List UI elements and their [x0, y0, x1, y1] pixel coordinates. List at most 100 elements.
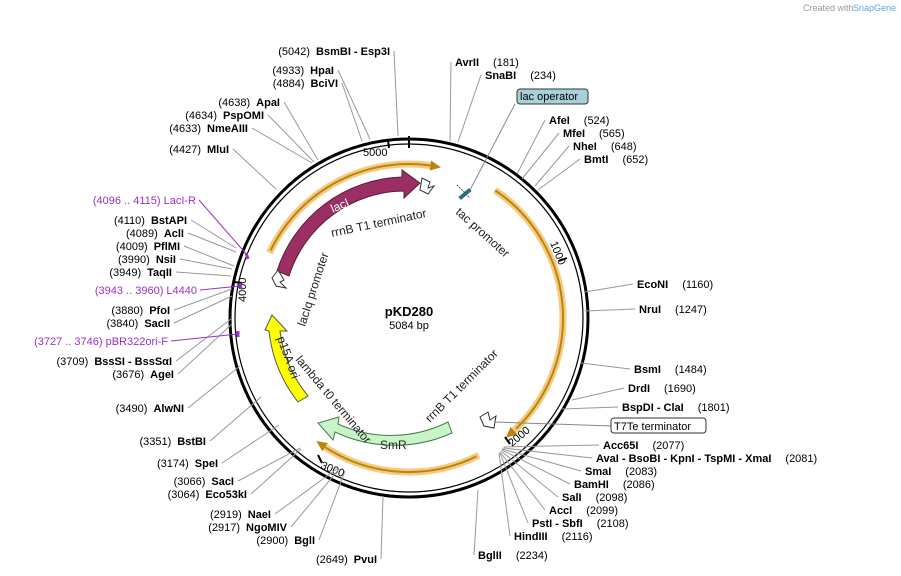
restriction-site-label[interactable]: (3676)AgeI [112, 369, 174, 381]
restriction-site-label[interactable]: Acc65I(2077) [603, 440, 684, 452]
site-leader-line [584, 283, 634, 293]
restriction-site-label[interactable]: (3066)SacI [174, 476, 234, 488]
restriction-site-label[interactable]: (2917)NgoMIV [208, 522, 287, 534]
SmR-label: SmR [380, 438, 407, 452]
site-leader-line [209, 396, 262, 442]
SmR-feature[interactable] [317, 416, 453, 446]
restriction-site-label[interactable]: (3990)NsiI [118, 254, 176, 266]
restriction-site-label[interactable]: (4110)BstAPI [114, 215, 187, 227]
restriction-site-label[interactable]: BamHI(2086) [574, 479, 655, 491]
restriction-site-label[interactable]: (2649)PvuI [316, 554, 377, 566]
restriction-site-label[interactable]: AvaI - BsoBI - KpnI - TspMI - XmaI (2081) [596, 453, 817, 465]
restriction-site-label[interactable]: (2919)NaeI [210, 509, 271, 521]
restriction-site-label[interactable]: AccI(2099) [549, 505, 618, 517]
lacIq-promoter-label: lacIq promoter [295, 251, 332, 328]
site-leader-line [580, 362, 631, 370]
site-position: (2086) [623, 479, 655, 491]
lambda-arrowhead [316, 441, 328, 452]
restriction-site-label[interactable]: NruI(1247) [639, 304, 707, 316]
site-leader-line [175, 271, 232, 277]
site-leader-line [503, 444, 600, 448]
restriction-site-label[interactable]: (4638)ApaI [218, 97, 280, 109]
site-position: (234) [530, 70, 556, 82]
site-position: (3351) [139, 436, 171, 448]
lambda-arrow [324, 446, 477, 474]
tac-promoter-label: tac promoter [453, 205, 512, 260]
restriction-site-label[interactable]: (4933) HpaI [272, 65, 334, 77]
primer-label[interactable]: (3727 .. 3746) pBR322ori-F [34, 336, 168, 348]
plasmid-name: pKD280 [385, 304, 433, 319]
credit-brand: SnapGene [853, 3, 896, 13]
restriction-site-label[interactable]: (3351)BstBI [139, 436, 206, 448]
restriction-site-label[interactable]: (4009)PflMI [116, 241, 180, 253]
restriction-site-label[interactable]: (2900)BglI [256, 535, 315, 547]
lacI-feature[interactable] [276, 169, 421, 277]
p15A-ori-feature[interactable] [264, 314, 309, 403]
restriction-site-label[interactable]: (3174)SpeI [157, 458, 218, 470]
restriction-site-label[interactable]: AvrII(181) [455, 57, 519, 69]
site-enzyme-names: PfoI [149, 305, 170, 317]
restriction-site-label[interactable]: (3880)PfoI [111, 305, 170, 317]
site-enzyme-names: PspOMI [223, 110, 264, 122]
lac-operator-box[interactable] [516, 88, 589, 105]
tac-band [493, 187, 567, 434]
restriction-site-label[interactable]: (4884)BciVI [273, 78, 338, 90]
site-enzyme-names: SalI [562, 492, 582, 504]
restriction-site-label[interactable]: DrdI(1690) [628, 383, 696, 395]
restriction-site-label[interactable]: SmaI(2083) [585, 466, 657, 478]
site-leader-line [473, 489, 479, 556]
site-enzyme-names: HpaI [310, 65, 334, 77]
restriction-site-label[interactable]: SnaBI(234) [485, 70, 556, 82]
restriction-site-label[interactable]: (4633)NmeAIII [169, 123, 248, 135]
site-enzyme-names: MluI [207, 144, 229, 156]
restriction-site-label[interactable]: (3064)Eco53kI [168, 489, 247, 501]
tick-mark-2000 [504, 436, 511, 445]
restriction-site-label[interactable]: (5042)BsmBI - Esp3I [278, 46, 390, 58]
restriction-site-label[interactable]: (4089)AclI [126, 228, 184, 240]
restriction-site-label[interactable]: (4634)PspOMI [185, 110, 264, 122]
site-enzyme-names: MfeI [563, 128, 585, 140]
site-leader-line [393, 50, 399, 137]
site-enzyme-names: AvaI - BsoBI - KpnI - TspMI - XmaI [596, 453, 771, 465]
restriction-site-label[interactable]: (3949)TaqII [109, 267, 172, 279]
site-position: (2081) [785, 453, 817, 465]
rrnB-terminator-glyph-2 [479, 411, 497, 429]
restriction-site-label[interactable]: BsmI(1484) [634, 364, 707, 376]
site-enzyme-names: BspDI - ClaI [622, 402, 684, 414]
lac-operator-leader [469, 103, 516, 191]
primer-leader-line [198, 199, 249, 257]
site-position: (2900) [256, 535, 288, 547]
site-position: (2099) [586, 505, 618, 517]
site-position: (3949) [109, 267, 141, 279]
site-position: (3840) [107, 318, 139, 330]
restriction-site-label[interactable]: (4427) MluI [169, 144, 229, 156]
lac-operator-callout[interactable]: lac operator [469, 88, 589, 191]
restriction-site-label[interactable]: (3840)SacII [107, 318, 170, 330]
restriction-site-label[interactable]: HindIII(2116) [514, 531, 593, 543]
site-position: (3064) [168, 489, 200, 501]
tick-mark-5000 [387, 139, 390, 149]
restriction-site-label[interactable]: BmtI(652) [584, 154, 648, 166]
t7te-terminator-callout[interactable]: T7Te terminator [494, 417, 707, 434]
restriction-site-label[interactable]: (3709)BssSI - BssSαI [57, 356, 172, 368]
restriction-site-label[interactable]: MfeI(565) [563, 128, 625, 140]
site-leader-line [173, 295, 233, 324]
restriction-site-label[interactable]: SalI(2098) [562, 492, 627, 504]
site-leader-line [290, 468, 340, 528]
t7te-terminator-box[interactable] [610, 417, 707, 434]
restriction-site-label[interactable]: EcoNI(1160) [637, 279, 713, 291]
restriction-site-label[interactable]: NheI(648) [573, 141, 637, 153]
restriction-site-label[interactable]: BspDI - ClaI(1801) [622, 402, 730, 414]
site-enzyme-names: NruI [639, 304, 661, 316]
restriction-site-label[interactable]: (3490)AlwNI [116, 403, 184, 415]
restriction-site-label[interactable]: PstI - SbfI(2108) [532, 518, 629, 530]
primer-label[interactable]: (3943 .. 3960) L4440 [95, 285, 197, 297]
site-position: (4427) [169, 144, 201, 156]
site-position: (4933) [272, 65, 304, 77]
restriction-site-label[interactable]: BglII(2234) [478, 550, 548, 562]
restriction-site-label[interactable]: AfeI(524) [549, 115, 609, 127]
primer-label[interactable]: (4096 .. 4115) LacI-R [93, 195, 196, 207]
site-leader-line [380, 495, 384, 560]
site-leader-line [501, 448, 582, 472]
lac-operator-label: lac operator [520, 91, 578, 103]
